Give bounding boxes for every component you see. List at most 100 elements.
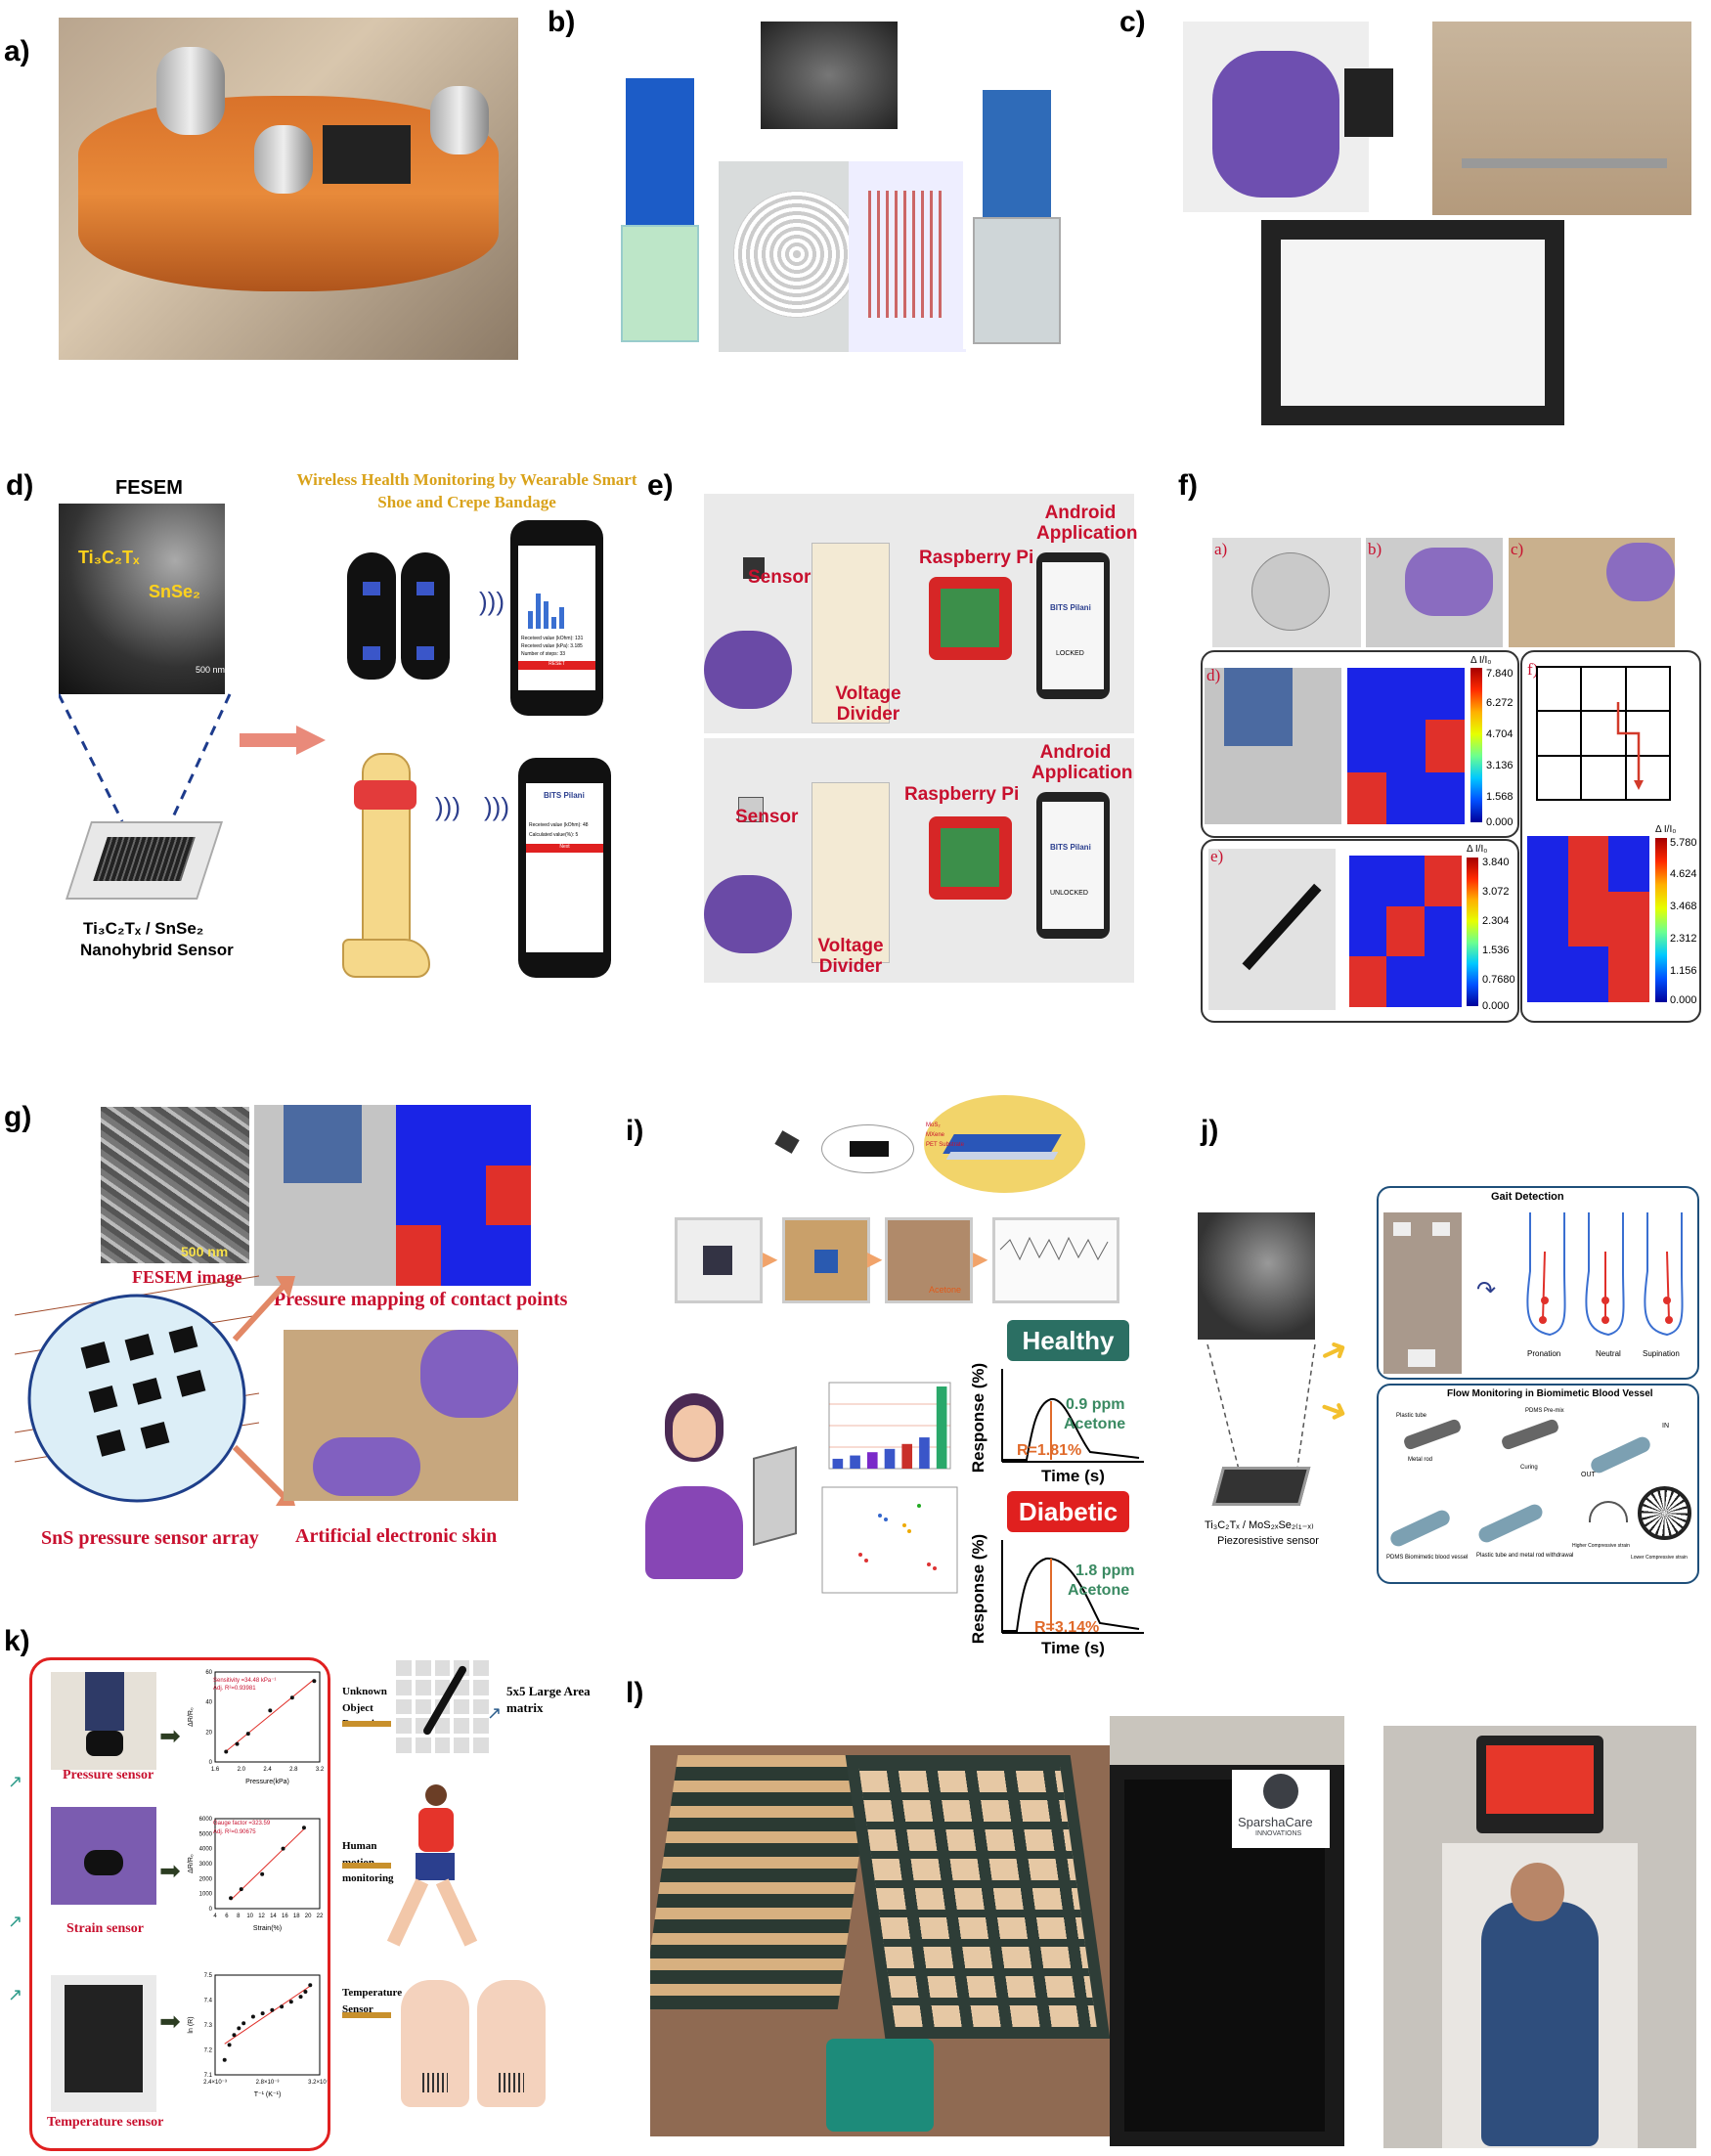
panel-f-label: f) bbox=[1178, 469, 1198, 502]
x-tick-label: 2.8×10⁻³ bbox=[256, 2080, 280, 2086]
i-pca-chart bbox=[821, 1486, 958, 1594]
f-cb-d-2: 4.704 bbox=[1486, 728, 1514, 740]
flexible-circuit-photo bbox=[59, 18, 518, 360]
e-raspberry-2 bbox=[929, 816, 1012, 900]
i-diabetic-r: R=3.14% bbox=[1034, 1619, 1100, 1636]
y-tick-label: 40 bbox=[205, 1700, 212, 1706]
data-point bbox=[312, 1679, 317, 1684]
x-tick-label: 2.0 bbox=[238, 1767, 246, 1773]
k-arrow-2: ➡ bbox=[159, 1856, 181, 1885]
x-tick-label: 2.4×10⁻³ bbox=[203, 2080, 227, 2086]
f-heatmap-d bbox=[1347, 668, 1465, 824]
d-dashed-lines bbox=[59, 693, 232, 822]
j-step-0: Plastic tube bbox=[1396, 1413, 1427, 1419]
bar bbox=[936, 1386, 947, 1469]
f-sub-e: e) bbox=[1210, 849, 1224, 865]
e-sensor-2 bbox=[738, 797, 764, 822]
k-arrow-side-1: ↗ bbox=[8, 1772, 23, 1791]
data-point bbox=[227, 2043, 232, 2047]
g-sensor-array bbox=[15, 1275, 259, 1503]
panel-a-label: a) bbox=[4, 35, 30, 67]
j-gait-photo bbox=[1383, 1212, 1462, 1374]
j-sensor-name: Ti₃C₂Tₓ / MoS₂ₓSe₂₍₁₋ₓ₎ bbox=[1205, 1519, 1314, 1531]
e-locked: LOCKED bbox=[1056, 650, 1084, 657]
j-step-4: PDMS Biomimetic blood vessel bbox=[1386, 1555, 1469, 1561]
j-flow-title: Flow Monitoring in Biomimetic Blood Vess… bbox=[1447, 1388, 1653, 1399]
f-cb-f-3: 2.312 bbox=[1670, 933, 1697, 945]
y-tick-label: 0 bbox=[209, 1760, 213, 1766]
capacitor-1 bbox=[156, 47, 225, 135]
d-phone-2-next-button[interactable]: Next bbox=[526, 844, 603, 853]
d-phone-2-brand: BITS Pilani bbox=[544, 791, 585, 800]
capacitor-2 bbox=[254, 125, 313, 194]
i-device-small bbox=[774, 1130, 800, 1154]
f-photo-c: c) bbox=[1509, 538, 1675, 647]
microneedle-rect bbox=[849, 161, 966, 352]
bar bbox=[919, 1437, 930, 1469]
y-tick-label: 60 bbox=[205, 1670, 212, 1676]
e-breadboard-2 bbox=[812, 782, 890, 963]
k-s-note2: Adj. R²=0.90675 bbox=[213, 1829, 256, 1835]
data-point bbox=[224, 1749, 229, 1754]
k-arrow-side-3: ↗ bbox=[8, 1985, 23, 2004]
d-leg-illustration bbox=[342, 753, 430, 988]
d-phone-2-line-1: Calculated value(%): 5 bbox=[529, 832, 579, 838]
d-wifi-icon-3: ))) bbox=[484, 792, 509, 821]
x-tick-label: 6 bbox=[225, 1914, 229, 1919]
i-healthy-conc: 0.9 ppm bbox=[1066, 1396, 1125, 1413]
i-diabetic-gas: Acetone bbox=[1068, 1582, 1130, 1599]
y-tick-label: 1000 bbox=[199, 1892, 213, 1898]
bar bbox=[884, 1448, 896, 1469]
k-matrix-label: 5x5 Large Area matrix bbox=[506, 1684, 591, 1715]
x-tick-label: 4 bbox=[213, 1914, 217, 1919]
d-material-2: SnSe₂ bbox=[149, 582, 201, 601]
i-xlabel-2: Time (s) bbox=[1041, 1639, 1105, 1657]
y-tick-label: 2000 bbox=[199, 1876, 213, 1882]
i-layer-1: MXene bbox=[926, 1132, 945, 1138]
g-heatmap bbox=[396, 1105, 531, 1286]
data-point bbox=[229, 1896, 234, 1901]
e-android-label-1: Android Application bbox=[1036, 503, 1138, 544]
i-diabetic-conc: 1.8 ppm bbox=[1075, 1562, 1135, 1579]
y-tick-label: 7.5 bbox=[204, 1973, 213, 1979]
j-sensor-desc: Piezoresistive sensor bbox=[1217, 1535, 1319, 1547]
k-matrix-grid bbox=[396, 1660, 489, 1753]
e-brand-2: BITS Pilani bbox=[1050, 843, 1091, 852]
f-photo-d: d) bbox=[1205, 668, 1341, 824]
fit-line bbox=[225, 1679, 315, 1752]
g-fesem-image: 500 nm bbox=[101, 1107, 249, 1263]
k-chart-temperature: 2.4×10⁻³2.8×10⁻³3.2×10⁻³7.17.27.37.47.5T… bbox=[188, 1973, 328, 2098]
j-sem-image bbox=[1198, 1212, 1315, 1340]
e-unlocked: UNLOCKED bbox=[1050, 890, 1088, 897]
d-material-1: Ti₃C₂Tₓ bbox=[78, 548, 140, 567]
e-raspberry-label-1: Raspberry Pi bbox=[919, 548, 1034, 568]
f-cb-e-4: 0.7680 bbox=[1482, 974, 1515, 986]
x-axis-label: Pressure(kPa) bbox=[245, 1779, 289, 1785]
y-tick-label: 7.4 bbox=[204, 1999, 213, 2004]
ic-chip bbox=[323, 125, 411, 184]
e-brand-1: BITS Pilani bbox=[1050, 603, 1091, 612]
panel-g-label: g) bbox=[4, 1101, 32, 1133]
j-gait-box bbox=[1377, 1186, 1699, 1380]
d-fesem-label: FESEM bbox=[115, 477, 183, 499]
g-mapping-label: Pressure mapping of contact points bbox=[274, 1289, 568, 1310]
k-arrow-1: ➡ bbox=[159, 1721, 181, 1750]
i-flow-arrows: ▶ bbox=[763, 1249, 778, 1270]
f-cb-title-f: Δ I/I₀ bbox=[1655, 824, 1677, 835]
k-temp-label: Temperature sensor bbox=[47, 2115, 164, 2130]
ruler-photo bbox=[1432, 22, 1691, 215]
data-point bbox=[303, 1990, 308, 1994]
d-phone-1-reset-button[interactable]: RESET bbox=[518, 661, 595, 670]
data-point bbox=[260, 1871, 265, 1876]
i-ylabel-1: Response (%) bbox=[969, 1362, 988, 1474]
i-step-2 bbox=[782, 1217, 870, 1303]
d-sensor-name: Ti₃C₂Tₓ / SnSe₂ bbox=[83, 919, 204, 938]
i-healthy-badge: Healthy bbox=[1007, 1320, 1129, 1361]
i-xlabel-1: Time (s) bbox=[1041, 1467, 1105, 1485]
d-wifi-icon-1: ))) bbox=[479, 587, 505, 616]
microneedle-blue-strip bbox=[606, 78, 714, 352]
bar bbox=[866, 1452, 878, 1469]
d-phone-2-line-0: Received value (kOhm): 48 bbox=[529, 822, 589, 828]
